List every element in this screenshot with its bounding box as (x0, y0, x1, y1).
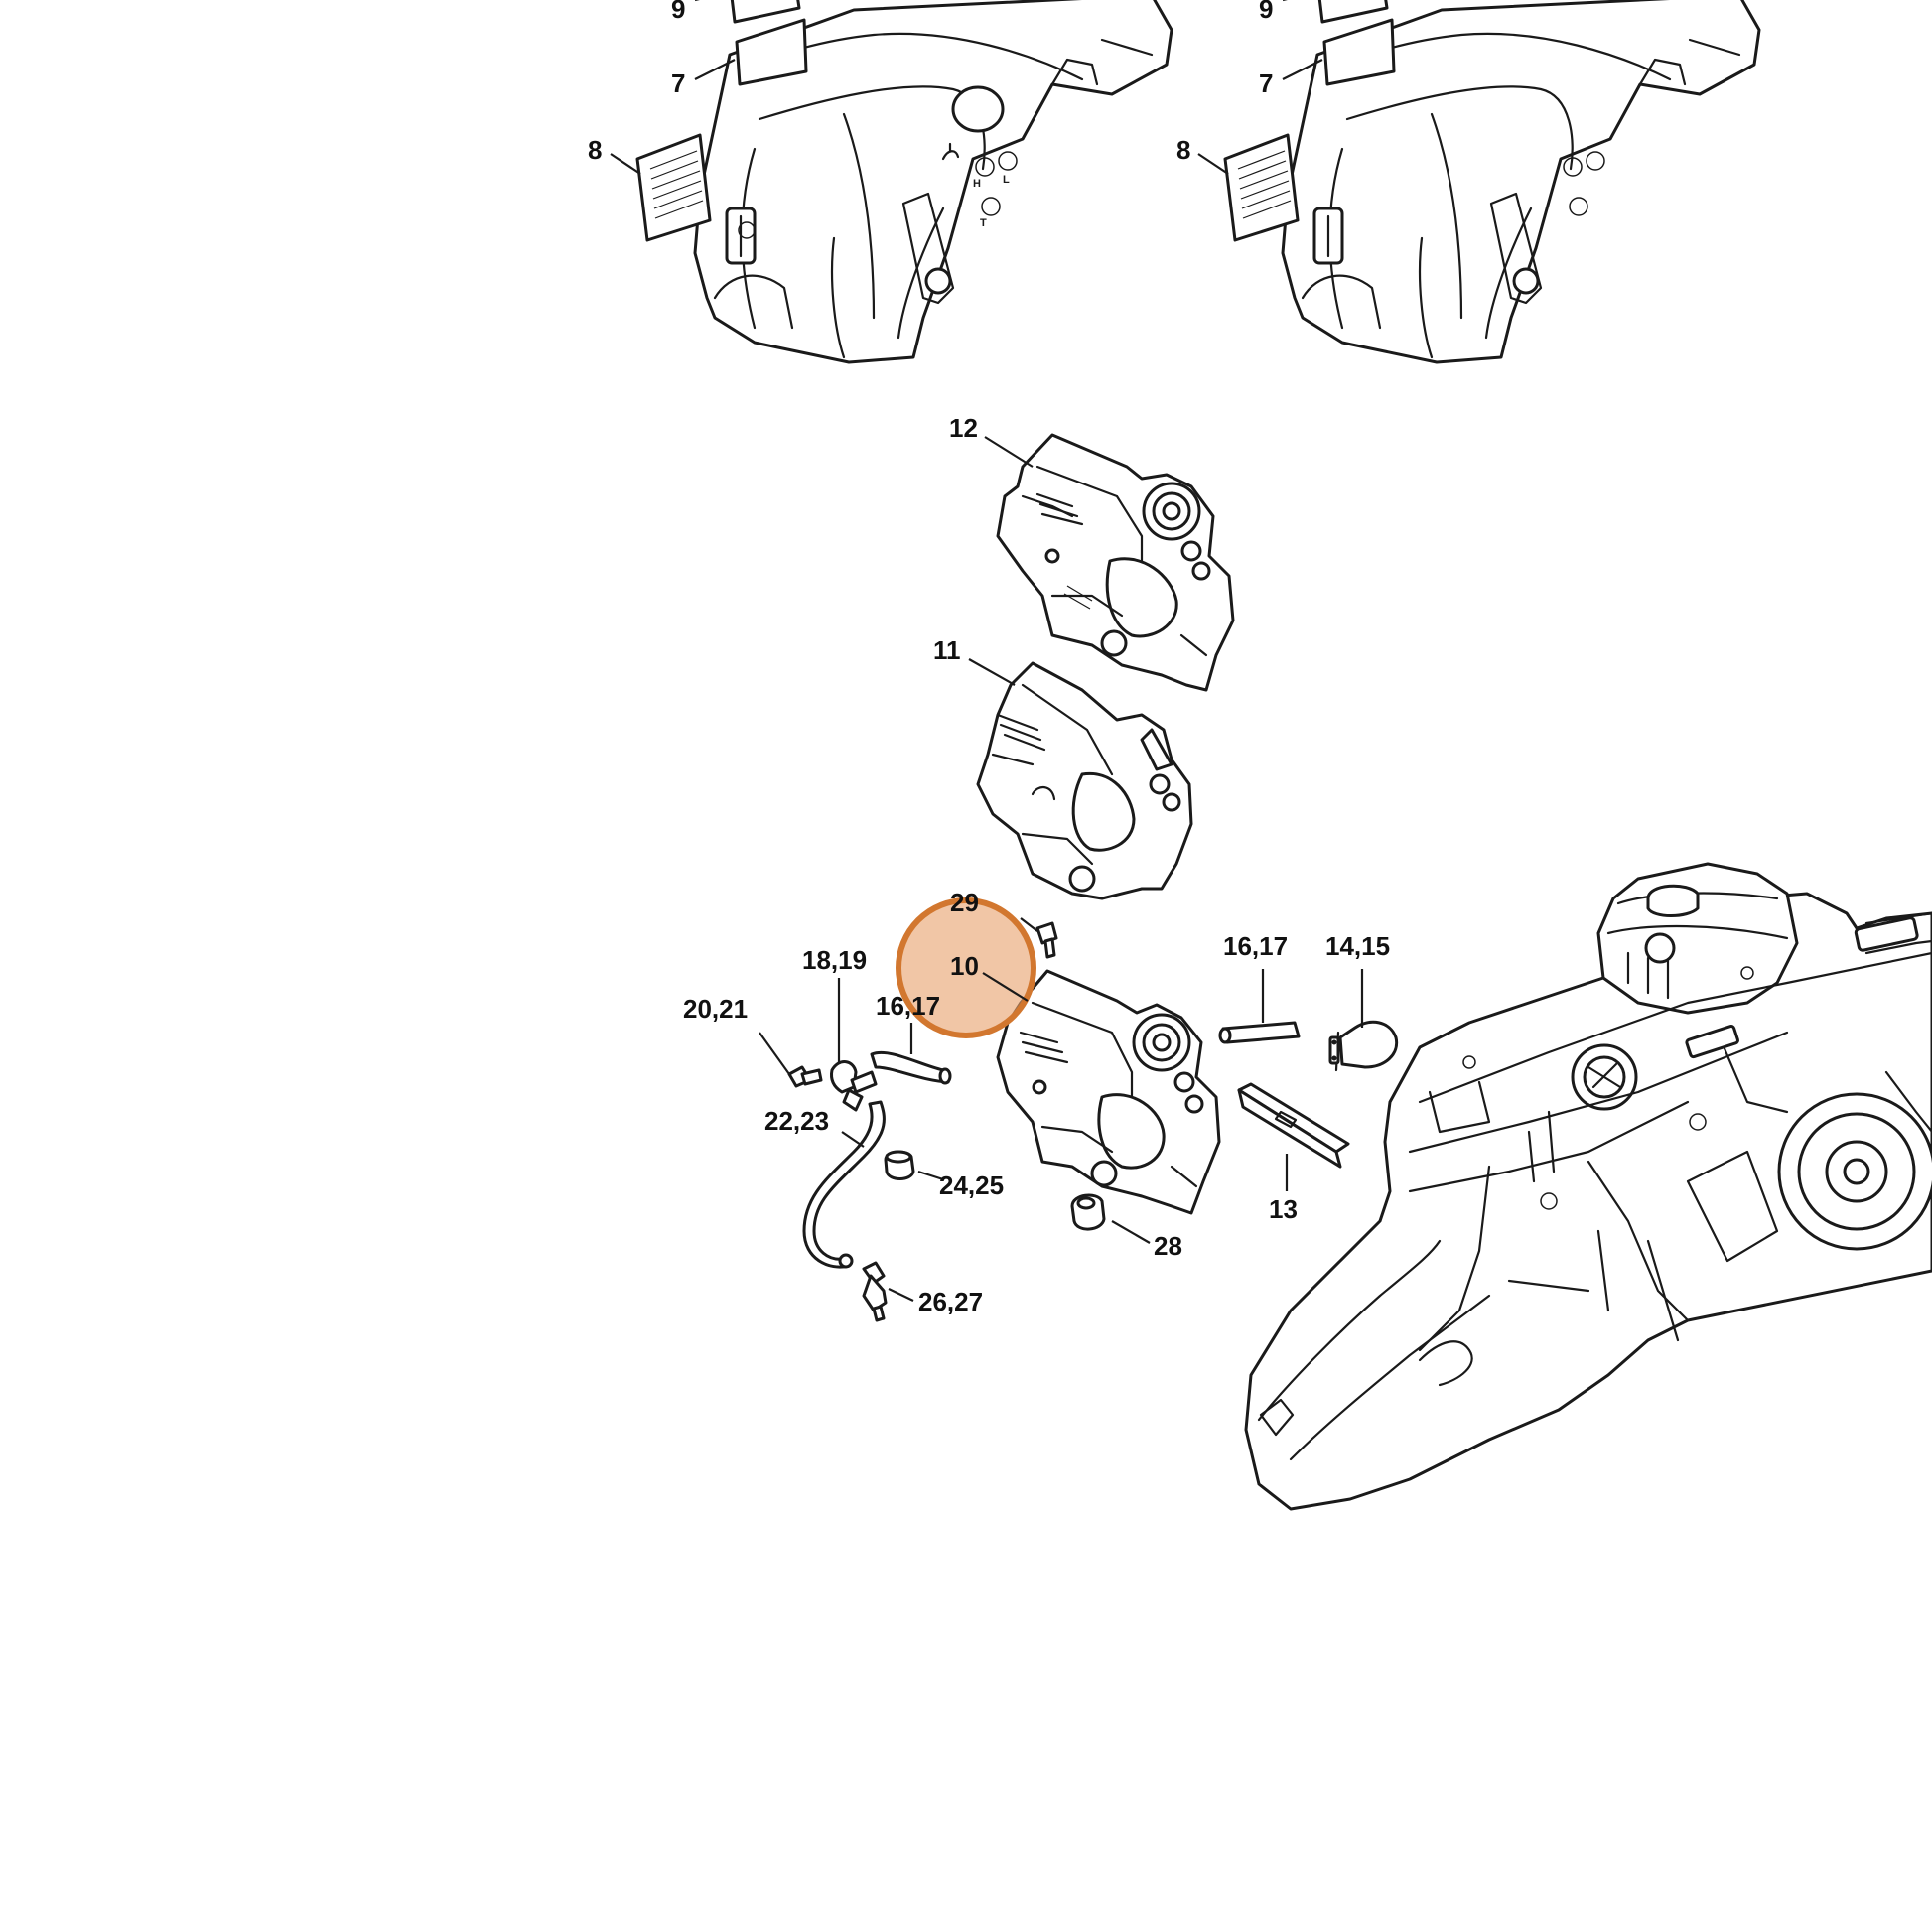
grommet-24-25 (884, 1150, 915, 1180)
callout-9-right: 9 (1259, 0, 1273, 24)
callout-7-left: 7 (671, 69, 685, 98)
shroud-left (693, 0, 1173, 364)
callout-18-19: 18,19 (802, 945, 867, 975)
callout-29: 29 (950, 888, 979, 917)
elbow-fitting-18-19 (830, 1060, 878, 1112)
callout-22-23: 22,23 (764, 1106, 829, 1136)
mark-l-left: L (1003, 174, 1010, 186)
callout-28: 28 (1154, 1231, 1182, 1261)
nut-28 (1070, 1193, 1106, 1231)
callout-11: 11 (933, 635, 961, 665)
callout-9-left: 9 (671, 0, 685, 24)
adjustment-marks-left: H L T (941, 142, 1018, 229)
crankcase-half-12 (996, 433, 1235, 692)
crankcase-assembly-10 (996, 969, 1221, 1215)
label-decal-7-left (730, 0, 808, 86)
hose-22-23-long (802, 1100, 886, 1269)
highlight-circle (896, 897, 1036, 1038)
callout-16-17-left: 16,17 (876, 991, 940, 1021)
chainsaw-body (1244, 862, 1932, 1511)
screw-29 (1035, 921, 1058, 959)
callout-7-right: 7 (1259, 69, 1273, 98)
fitting-26-27 (862, 1261, 888, 1322)
mark-h-left: H (973, 178, 981, 190)
label-decal-8-left (635, 133, 712, 242)
screw-20-21 (787, 1065, 823, 1088)
callout-24-25: 24,25 (939, 1171, 1004, 1200)
filter-plate-13 (1237, 1082, 1350, 1169)
hose-16-17-short (870, 1051, 952, 1085)
primer-bulb-14-15 (1328, 1020, 1399, 1072)
callout-12: 12 (949, 413, 978, 443)
shroud-right (1223, 0, 1761, 364)
callout-13: 13 (1269, 1194, 1298, 1224)
callout-8-right: 8 (1176, 135, 1190, 165)
callout-20-21: 20,21 (683, 994, 748, 1024)
callout-labels: 9 7 8 9 7 8 12 11 29 10 18,19 20,21 16,1… (588, 0, 1390, 1316)
callout-14-15: 14,15 (1325, 931, 1390, 961)
callout-26-27: 26,27 (918, 1287, 983, 1316)
callout-16-17-right: 16,17 (1223, 931, 1288, 961)
mark-t-left: T (980, 217, 987, 229)
sleeve-16-17-right (1218, 1021, 1301, 1044)
crankcase-half-11 (976, 661, 1193, 900)
leader-lines (610, 0, 1364, 1302)
callout-8-left: 8 (588, 135, 602, 165)
callout-10: 10 (950, 951, 979, 981)
